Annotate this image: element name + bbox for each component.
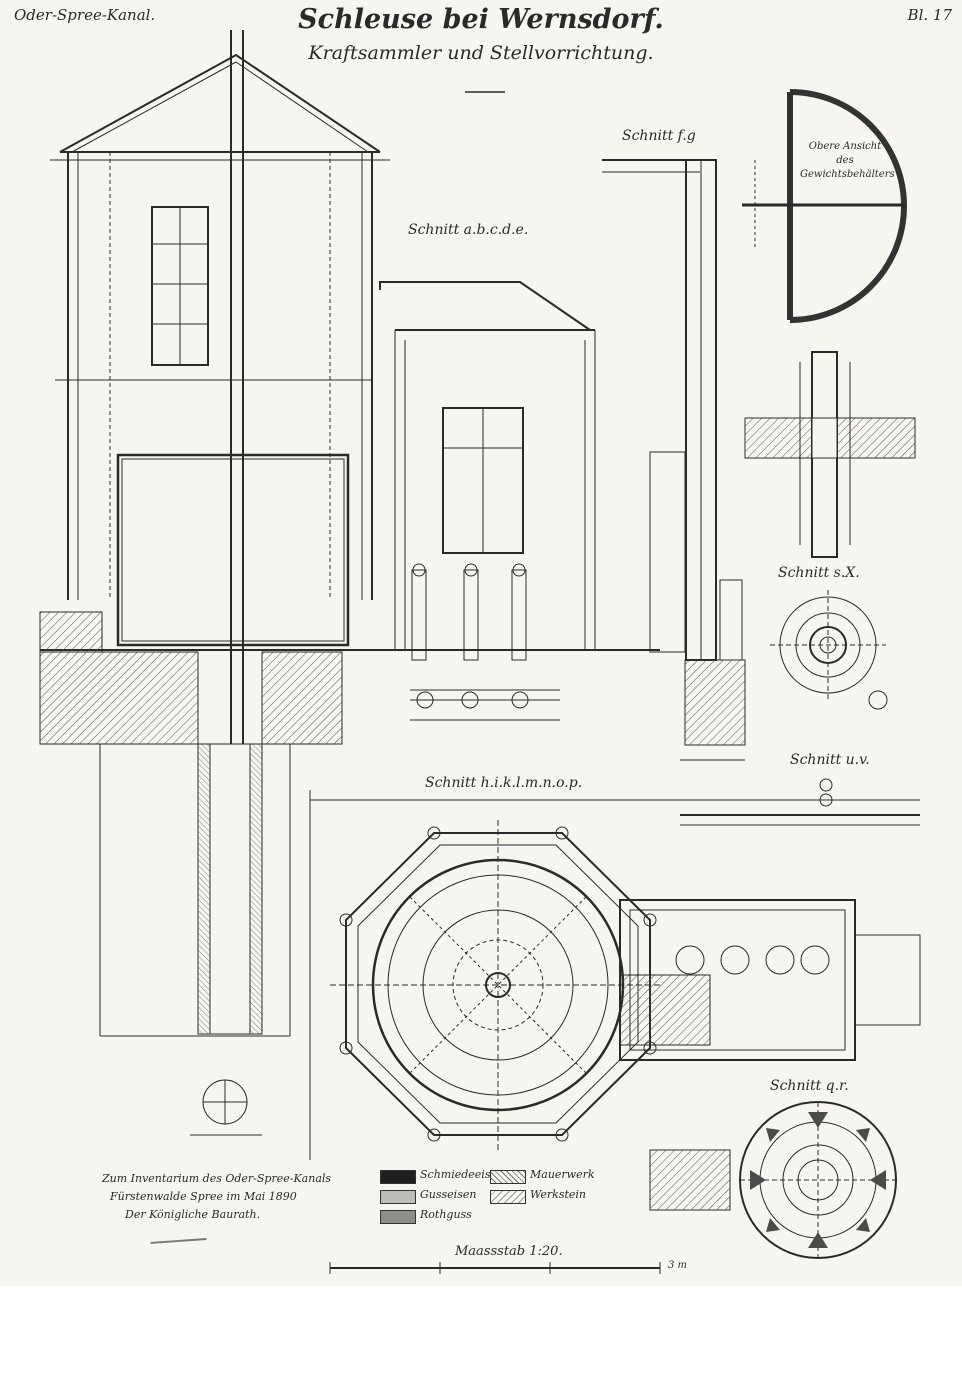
label-section-fg: Schnitt f.g: [622, 128, 696, 144]
legend-label-wrought-iron: Schmiedeeisen: [420, 1168, 505, 1181]
top-view-container: [742, 89, 907, 323]
legend-swatch-gunmetal: [380, 1210, 416, 1224]
section-fg: [602, 159, 746, 761]
technical-drawing: [39, 30, 921, 1274]
drawing-subtitle: Kraftsammler und Stellvorrichtung.: [308, 42, 654, 64]
section-detail-upper: [744, 351, 916, 558]
inventory-line-3: Der Königliche Baurath.: [125, 1208, 261, 1221]
section-abcde-elevation: [39, 30, 660, 1136]
label-section-uv: Schnitt u.v.: [790, 752, 870, 768]
legend-label-gunmetal: Rothguss: [420, 1208, 472, 1221]
label-section-qr: Schnitt q.r.: [770, 1078, 849, 1094]
section-sx: [770, 590, 888, 710]
sheet-number: Bl. 17: [907, 6, 952, 24]
drawing-sheet: Oder-Spree-Kanal. Schleuse bei Wernsdorf…: [0, 0, 962, 1286]
label-section-sx: Schnitt s.X.: [778, 565, 860, 581]
label-section-abcde: Schnitt a.b.c.d.e.: [408, 222, 529, 238]
legend-label-dressed-stone: Werkstein: [530, 1188, 587, 1201]
legend-label-masonry: Mauerwerk: [530, 1168, 595, 1181]
image-footer-margin: [0, 1286, 962, 1390]
section-qr: [649, 1101, 897, 1259]
scale-bar: [329, 1262, 661, 1274]
legend-swatch-cast-iron: [380, 1190, 416, 1204]
canal-name: Oder-Spree-Kanal.: [14, 6, 156, 24]
scale-end-label: 3 m: [668, 1260, 688, 1271]
legend-label-cast-iron: Gusseisen: [420, 1188, 477, 1201]
drawing-title: Schleuse bei Wernsdorf.: [298, 4, 664, 35]
scale-label: Maassstab 1:20.: [455, 1244, 563, 1259]
inventory-line-1: Zum Inventarium des Oder-Spree-Kanals: [102, 1172, 332, 1185]
legend-swatch-masonry: [490, 1170, 526, 1184]
legend-swatch-dressed-stone: [490, 1190, 526, 1204]
section-uv: [819, 778, 833, 807]
label-top-view: Obere Ansicht des Gewichtsbehälters: [800, 141, 895, 180]
inventory-line-2: Fürstenwalde Spree im Mai 1890: [110, 1190, 297, 1203]
legend-swatch-wrought-iron: [380, 1170, 416, 1184]
label-section-hiklmnop: Schnitt h.i.k.l.m.n.o.p.: [425, 775, 583, 791]
section-plan: [309, 790, 921, 1160]
